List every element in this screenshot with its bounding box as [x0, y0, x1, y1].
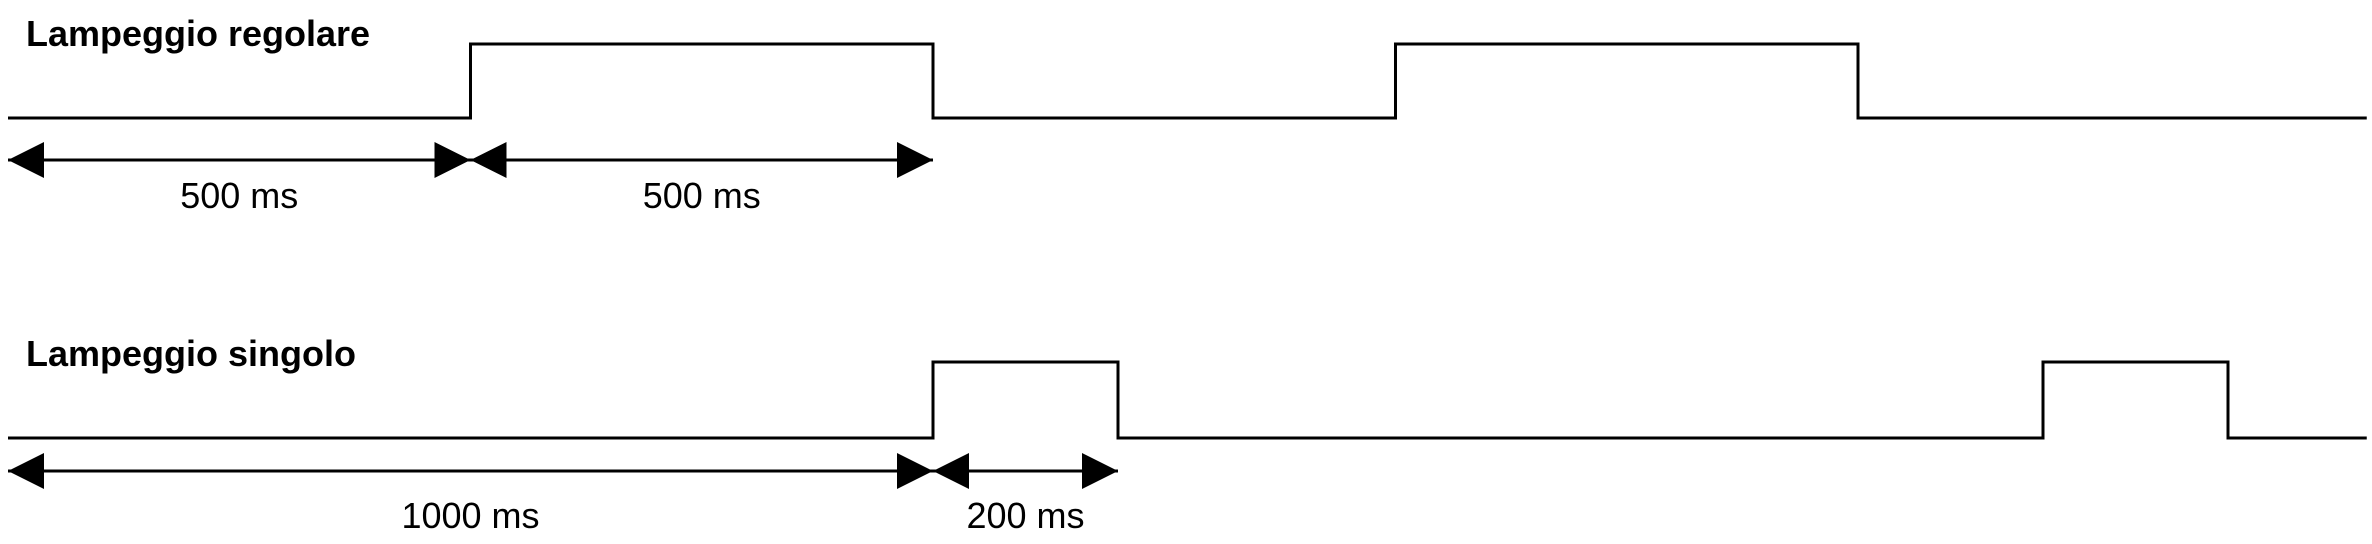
- regular-blink-waveform: [8, 42, 2367, 120]
- arrow-left-icon: [933, 453, 969, 489]
- arrow-right-icon: [897, 142, 933, 178]
- single-blink-dimensions: 1000 ms 200 ms: [8, 453, 1118, 536]
- arrow-right-icon: [897, 453, 933, 489]
- arrow-right-icon: [1082, 453, 1118, 489]
- single-blink-waveform: [8, 360, 2367, 440]
- single-blink-title: Lampeggio singolo: [26, 333, 356, 374]
- single-blink-dimension: 200 ms: [933, 453, 1118, 536]
- arrow-left-icon: [8, 453, 44, 489]
- dimension-label: 500 ms: [180, 175, 298, 216]
- single-blink-dimension: 1000 ms: [8, 453, 933, 536]
- dimension-label: 200 ms: [966, 495, 1084, 536]
- arrow-left-icon: [470, 142, 507, 178]
- arrow-right-icon: [434, 142, 471, 178]
- regular-blink-title: Lampeggio regolare: [26, 13, 370, 54]
- single-blink-group: Lampeggio singolo 1000 ms 200 ms: [8, 333, 2367, 536]
- dimension-label: 500 ms: [643, 175, 761, 216]
- regular-blink-group: Lampeggio regolare 500 ms 500 ms: [8, 13, 2367, 216]
- regular-blink-dimension: 500 ms: [470, 142, 933, 216]
- arrow-left-icon: [8, 142, 44, 178]
- dimension-label: 1000 ms: [401, 495, 539, 536]
- regular-blink-dimension: 500 ms: [8, 142, 471, 216]
- regular-blink-dimensions: 500 ms 500 ms: [8, 142, 933, 216]
